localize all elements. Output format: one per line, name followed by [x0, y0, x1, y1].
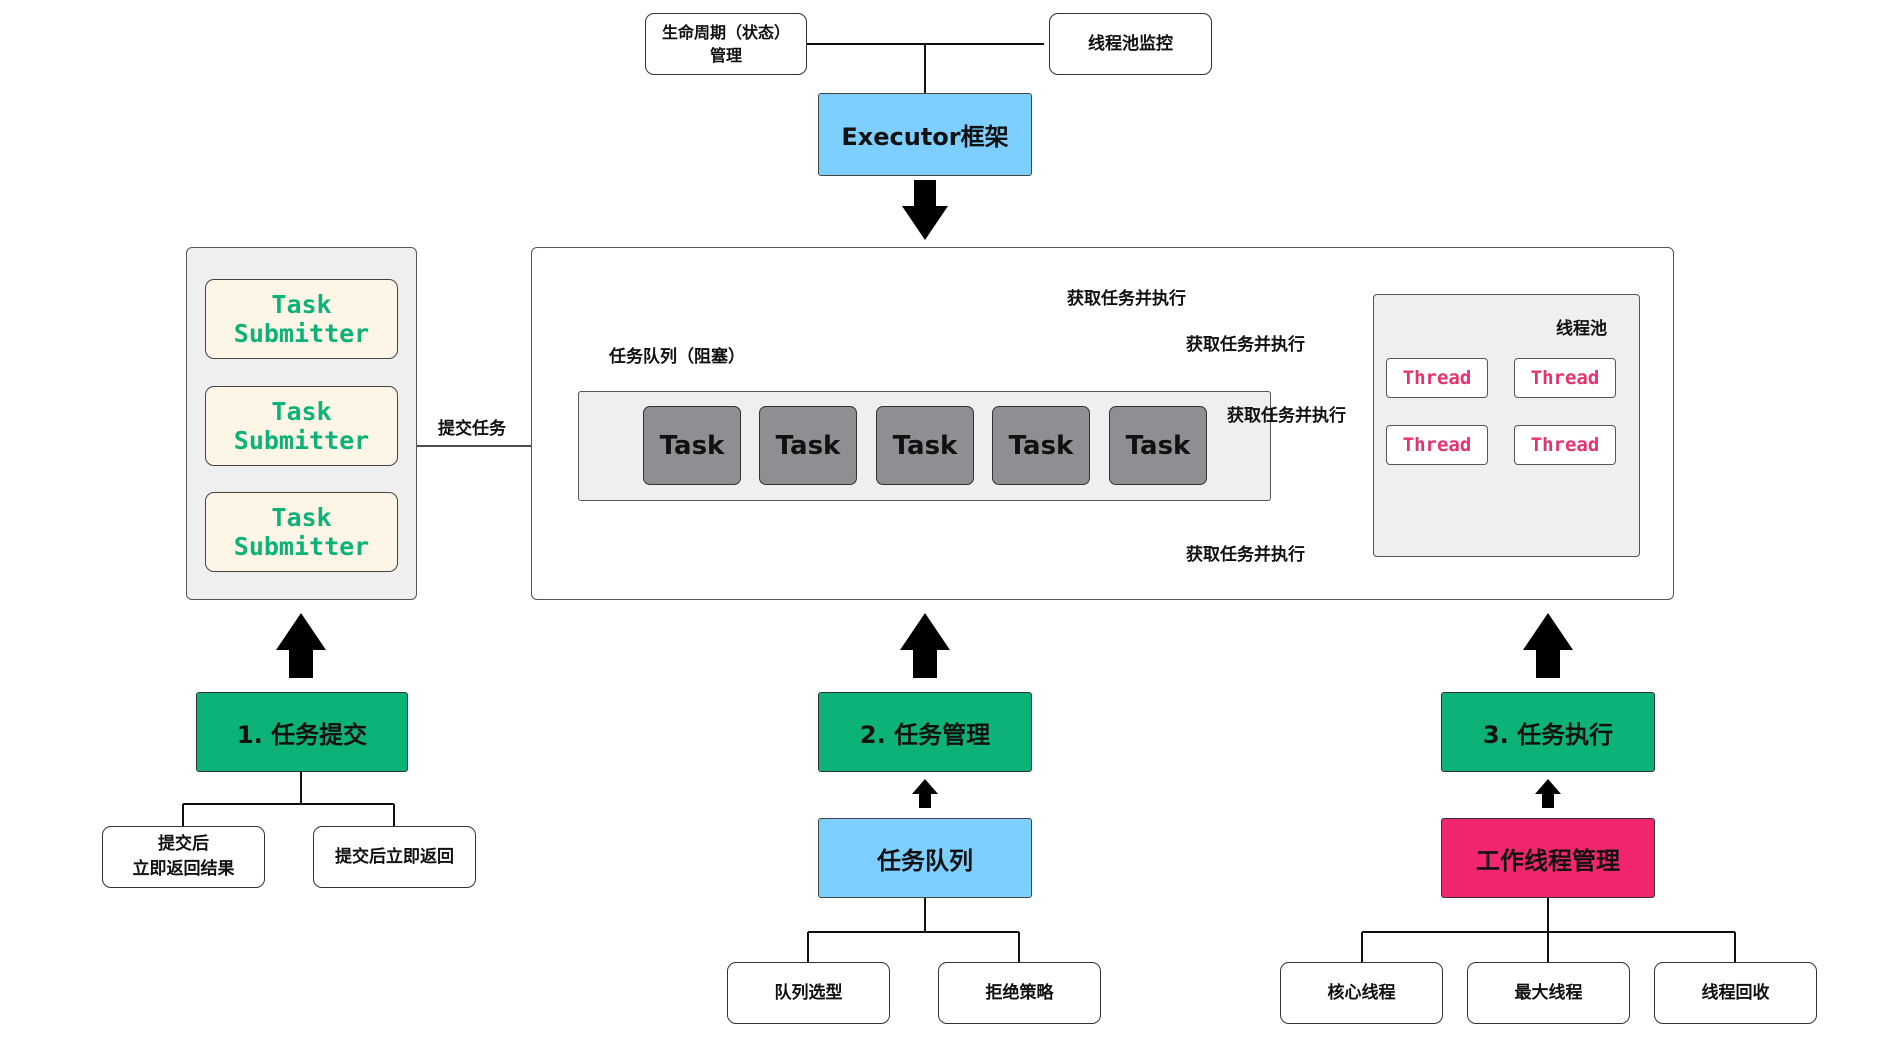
task-item: Task [876, 406, 974, 485]
thread-item: Thread [1386, 358, 1488, 398]
task-submitter: Task Submitter [205, 386, 398, 466]
task-text: Task [1125, 430, 1191, 461]
worker-thread-management-box: 工作线程管理 [1441, 818, 1655, 898]
stage-label: 3. 任务执行 [1482, 720, 1614, 749]
note-text: 线程回收 [1701, 982, 1770, 1003]
thread-text: Thread [1530, 367, 1600, 389]
task-text: Task [892, 430, 958, 461]
note-text: 最大线程 [1514, 982, 1583, 1003]
thread-pool-title: 线程池 [1556, 319, 1607, 339]
executor-box: Executor框架 [818, 93, 1032, 176]
fetch-label: 获取任务并执行 [1186, 545, 1305, 565]
note-text: 拒绝策略 [985, 982, 1054, 1003]
task-queue-box: 任务队列 [818, 818, 1032, 898]
core-thread-note: 核心线程 [1280, 962, 1443, 1024]
max-thread-note: 最大线程 [1467, 962, 1630, 1024]
monitor-note: 线程池监控 [1049, 13, 1212, 75]
executor-text: Executor框架 [841, 123, 1009, 151]
stage-task-execute: 3. 任务执行 [1441, 692, 1655, 772]
reject-policy-note: 拒绝策略 [938, 962, 1101, 1024]
thread-text: Thread [1402, 434, 1472, 456]
task-text: Task [775, 430, 841, 461]
submit-task-label: 提交任务 [438, 419, 506, 439]
fetch-label: 获取任务并执行 [1067, 284, 1186, 309]
task-item: Task [992, 406, 1090, 485]
up-arrow-1 [276, 613, 326, 678]
task-submitter: Task Submitter [205, 492, 398, 572]
note-text: 提交后 立即返回结果 [132, 834, 235, 879]
sub-label: 工作线程管理 [1476, 846, 1620, 875]
thread-item: Thread [1514, 358, 1616, 398]
task-text: Task [659, 430, 725, 461]
lifecycle-text: 生命周期（状态）管理 [661, 22, 790, 65]
task-item: Task [643, 406, 741, 485]
task-submitter-text: Task Submitter [233, 503, 370, 561]
task-item: Task [759, 406, 857, 485]
queue-selection-note: 队列选型 [727, 962, 890, 1024]
fetch-label: 获取任务并执行 [1186, 330, 1305, 355]
note-text: 队列选型 [774, 982, 843, 1003]
task-submitter: Task Submitter [205, 279, 398, 359]
thread-item: Thread [1514, 425, 1616, 465]
top-tree-lines [806, 43, 1044, 93]
note-text: 提交后立即返回 [335, 846, 454, 867]
task-submitter-text: Task Submitter [233, 290, 370, 348]
thread-text: Thread [1402, 367, 1472, 389]
stage-label: 2. 任务管理 [859, 720, 991, 749]
thread-recycle-note: 线程回收 [1654, 962, 1817, 1024]
small-up-arrow-2 [912, 779, 938, 808]
up-arrow-2 [900, 613, 950, 678]
task-text: Task [1008, 430, 1074, 461]
lifecycle-note: 生命周期（状态）管理 [645, 13, 807, 75]
stage-task-manage: 2. 任务管理 [818, 692, 1032, 772]
task-item: Task [1109, 406, 1207, 485]
stage-label: 1. 任务提交 [236, 720, 368, 749]
small-up-arrow-3 [1535, 779, 1561, 808]
task-submitter-text: Task Submitter [233, 397, 370, 455]
sub-label: 任务队列 [877, 846, 973, 875]
note-text: 核心线程 [1327, 982, 1396, 1003]
thread-item: Thread [1386, 425, 1488, 465]
fetch-label: 获取任务并执行 [1227, 406, 1346, 426]
submit-return-immediately-note: 提交后立即返回 [313, 826, 476, 888]
submit-return-result-note: 提交后 立即返回结果 [102, 826, 265, 888]
thread-text: Thread [1530, 434, 1600, 456]
monitor-text: 线程池监控 [1088, 33, 1173, 54]
up-arrow-3 [1523, 613, 1573, 678]
queue-title: 任务队列（阻塞） [609, 347, 745, 367]
stage-task-submit: 1. 任务提交 [196, 692, 408, 772]
executor-down-arrow [902, 180, 948, 240]
